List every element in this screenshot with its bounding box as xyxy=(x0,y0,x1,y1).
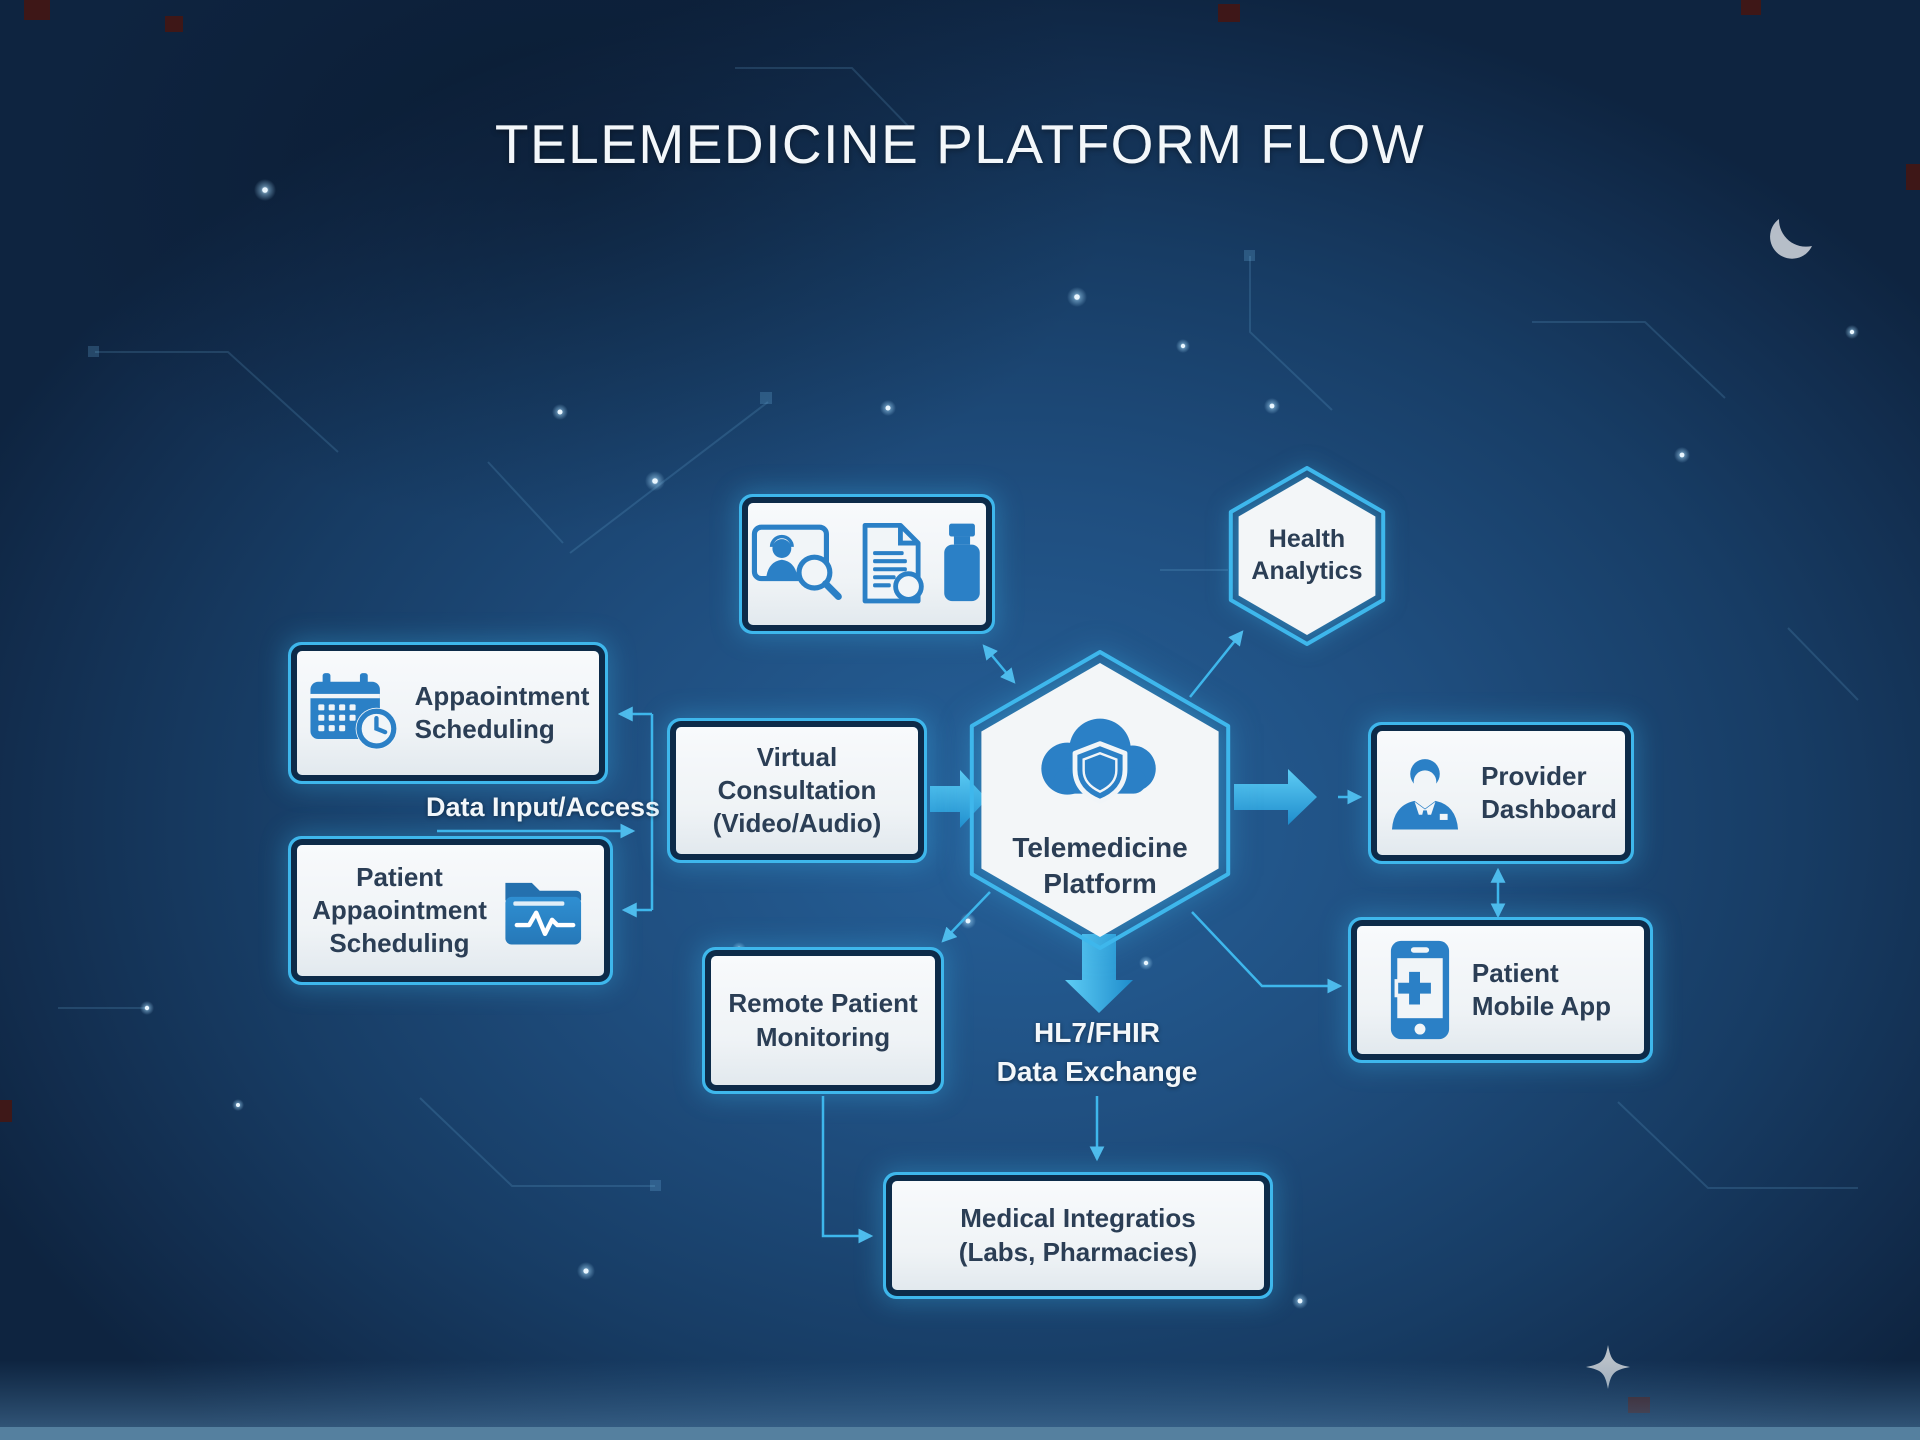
cloud-shield-icon xyxy=(1041,718,1156,804)
hl7-fhir-data-exchange-label: HL7/FHIR Data Exchange xyxy=(996,1017,1198,1088)
node-patient-mobile-app: Patient Mobile App xyxy=(1357,926,1644,1054)
medical-record-icon xyxy=(862,522,924,604)
block-arrow-platform-to-hl7 xyxy=(1065,934,1133,1013)
bottom-band xyxy=(0,1427,1920,1440)
node-remote-patient-monitoring: Remote Patient Monitoring xyxy=(711,956,935,1085)
remote-patient-monitoring-label: Remote Patient Monitoring xyxy=(728,988,918,1052)
node-medical-integrations: Medical Integratios (Labs, Pharmacies) xyxy=(892,1181,1264,1290)
medicine-bottle-icon xyxy=(944,523,980,602)
mobile-app-icon xyxy=(1390,940,1450,1040)
data-input-access-label: Data Input/Access xyxy=(425,792,661,822)
health-analytics-label: Health Analytics xyxy=(1251,525,1363,585)
appointment-scheduling-label: Appaointment Scheduling xyxy=(414,680,590,744)
arrow-platform-to-health-analytics xyxy=(1189,630,1244,698)
constellation-lines xyxy=(58,67,1859,1191)
provider-person-icon xyxy=(1392,759,1459,830)
connector-monitoring-to-integrations xyxy=(821,1096,874,1244)
crescent-moon xyxy=(1770,219,1812,259)
node-provider-dashboard: Provider Dashboard xyxy=(1377,731,1625,855)
calendar-clock-icon xyxy=(310,673,397,750)
patient-appointment-scheduling-label: Patient Appaointment Scheduling xyxy=(312,861,487,959)
node-patient-appointment-scheduling: Patient Appaointment Scheduling xyxy=(297,845,604,976)
telemedicine-platform-label: Telemedicine Platform xyxy=(1012,832,1188,899)
provider-dashboard-label: Provider Dashboard xyxy=(1481,760,1617,824)
node-telemedicine-platform: Telemedicine Platform xyxy=(960,645,1240,955)
hexagon-shape xyxy=(1228,466,1386,646)
medical-integrations-label: Medical Integratios (Labs, Pharmacies) xyxy=(958,1203,1198,1267)
connector-platform-to-mobile-app xyxy=(1191,911,1343,994)
folder-medical-icon xyxy=(505,882,581,944)
patient-mobile-app-label: Patient Mobile App xyxy=(1471,957,1612,1021)
block-arrow-platform-to-provider xyxy=(1234,769,1317,825)
page-title: TELEMEDICINE PLATFORM FLOW xyxy=(494,113,1426,175)
arrow-media-platform-bidirectional xyxy=(982,644,1016,684)
node-virtual-consultation: Virtual Consultation (Video/Audio) xyxy=(676,727,918,854)
node-appointment-scheduling: Appaointment Scheduling xyxy=(297,651,599,775)
video-consult-icon xyxy=(751,524,842,600)
node-health-analytics: Health Analytics xyxy=(1215,462,1399,650)
arrow-platform-to-remote-monitoring xyxy=(941,891,991,943)
node-consultation-media xyxy=(748,503,986,625)
virtual-consultation-label: Virtual Consultation (Video/Audio) xyxy=(712,741,882,839)
bottom-glow xyxy=(0,1360,1920,1427)
